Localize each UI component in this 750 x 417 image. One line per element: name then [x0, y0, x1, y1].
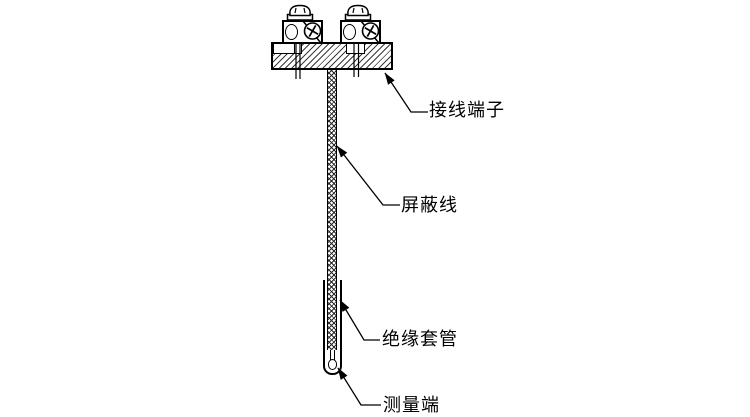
callout-insulation-sleeve: 绝缘套管 — [382, 329, 458, 349]
measuring-end-bead — [327, 359, 337, 370]
callout-terminal: 接线端子 — [429, 100, 505, 120]
plate-slot-left — [272, 42, 302, 54]
terminal-wire-hole-left — [285, 24, 298, 40]
leader-terminal — [384, 72, 428, 113]
terminal-wire-hole-right — [343, 24, 356, 40]
leader-measuring-end — [337, 367, 381, 406]
leader-insulation-sleeve — [339, 299, 380, 341]
measuring-end-neck — [330, 350, 335, 361]
screw-dome-right — [344, 4, 372, 21]
callout-shielded-wire: 屏蔽线 — [401, 195, 458, 215]
leader-shielded-wire — [336, 145, 400, 206]
plate-slot-right — [345, 42, 365, 54]
callout-measuring-end: 测量端 — [383, 395, 440, 415]
shielded-wire-part — [327, 70, 337, 350]
screw-dome-left — [286, 4, 314, 21]
